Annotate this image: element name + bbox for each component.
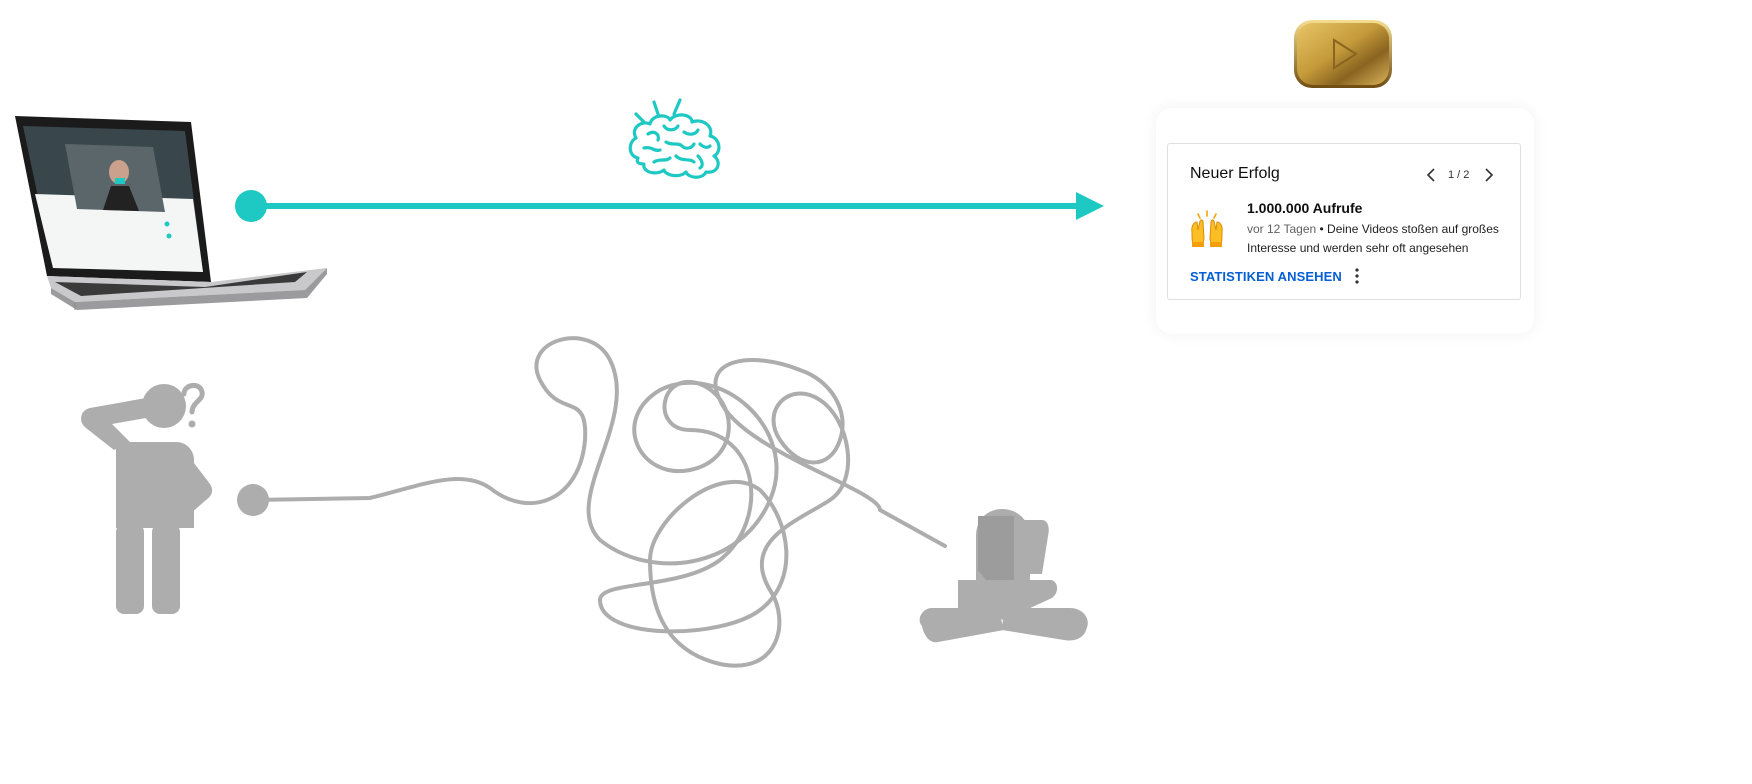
raised-hands-emoji-icon — [1191, 210, 1223, 247]
notification-title: Neuer Erfolg — [1190, 165, 1280, 182]
notification-description: vor 12 Tagen • Deine Videos stoßen auf g… — [1247, 220, 1507, 257]
play-button-icon — [1294, 20, 1392, 88]
milestone-label: 1.000.000 Aufrufe — [1247, 200, 1363, 216]
chevron-left-icon[interactable] — [1424, 166, 1438, 184]
separator-dot: • — [1316, 222, 1328, 236]
notification-pager: 1 / 2 — [1448, 169, 1470, 181]
brain-icon — [628, 98, 721, 179]
tangled-path — [237, 336, 947, 668]
chevron-right-icon[interactable] — [1482, 166, 1496, 184]
view-statistics-button[interactable]: STATISTIKEN ANSEHEN — [1190, 269, 1342, 284]
confused-person-icon — [81, 383, 213, 614]
more-vertical-icon[interactable] — [1350, 266, 1364, 286]
description-text: Deine Videos stoßen auf großes Interesse… — [1247, 222, 1499, 255]
laptop-icon — [15, 116, 327, 310]
notification-time: vor 12 Tagen — [1247, 222, 1317, 236]
sad-person-icon — [919, 509, 1088, 643]
notification-card: Neuer Erfolg 1 / 2 1.000.000 Aufrufe vor… — [1167, 143, 1521, 300]
teal-arrow — [235, 190, 1104, 222]
